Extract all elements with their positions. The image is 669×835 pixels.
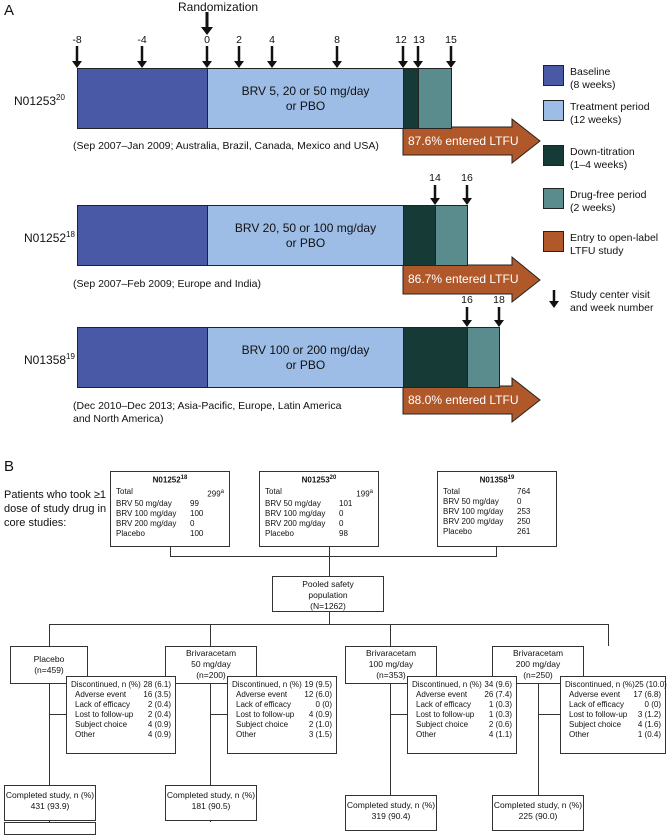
discontinued-box: Discontinued, n (%)25 (10.0) Adverse eve… [560, 676, 667, 754]
treatment-bar [207, 68, 404, 129]
drug-free-bar [467, 327, 500, 388]
ltfu-label: 86.7% entered LTFU [408, 272, 519, 286]
down-titration-bar [403, 205, 436, 266]
study-name: N0125320 [14, 93, 65, 108]
completed-box: Completed study, n (%) 225 (90.0) [492, 795, 584, 831]
tick-label: 14 [429, 172, 441, 184]
ltfu-label: 87.6% entered LTFU [408, 134, 519, 148]
treatment-bar [207, 205, 404, 266]
study-name: N0135819 [24, 352, 75, 367]
baseline-bar [77, 327, 208, 388]
tick-label: 2 [236, 34, 242, 46]
tick-label: 16 [461, 294, 473, 306]
down-titration-bar [403, 327, 468, 388]
tick-label: 13 [413, 34, 425, 46]
tick-label: 12 [395, 34, 407, 46]
legend-swatch-ltfu [543, 231, 564, 252]
legend-swatch-baseline [543, 65, 564, 86]
tick-label: -4 [137, 34, 147, 46]
completed-box: Completed study, n (%) 181 (90.5) [165, 785, 257, 821]
tick-label: 8 [334, 34, 340, 46]
core-studies-label: Patients who took ≥1 dose of study drug … [4, 489, 107, 529]
tick-label: 15 [445, 34, 457, 46]
completed-box: Completed study, n (%) 319 (90.4) [345, 795, 437, 831]
discontinued-box: Discontinued, n (%)34 (9.6) Adverse even… [407, 676, 517, 754]
ltfu-label: 88.0% entered LTFU [408, 393, 519, 407]
drug-free-bar [435, 205, 468, 266]
down-titration-bar [403, 68, 419, 129]
pooled-population-box: Pooled safety population (N=1262) [272, 576, 384, 612]
legend-swatch-treatment [543, 100, 564, 121]
panel-a-letter: A [4, 2, 15, 19]
legend-label: Entry to open-label LTFU study [570, 232, 659, 257]
baseline-bar [77, 205, 208, 266]
legend-label: Treatment period (12 weeks) [570, 101, 650, 126]
randomization-label: Randomization [178, 0, 259, 14]
study-note: (Sep 2007–Feb 2009; Europe and India) [73, 278, 261, 290]
treatment-bar [207, 327, 404, 388]
study-note: (Sep 2007–Jan 2009; Australia, Brazil, C… [73, 140, 379, 152]
tick-label: 18 [493, 294, 505, 306]
panel-b-letter: B [4, 458, 15, 475]
ltfu-arrow-3 [402, 376, 541, 424]
completed-box: Completed study, n (%) 431 (93.9) [4, 785, 96, 821]
tick-label: 4 [269, 34, 275, 46]
legend-label: Down-titration (1–4 weeks) [570, 146, 635, 171]
legend-label: Drug-free period (2 weeks) [570, 189, 647, 214]
timeline-arrows [72, 12, 559, 424]
drug-free-bar [418, 68, 452, 129]
study-note: (Dec 2010–Dec 2013; Asia-Pacific, Europe… [73, 400, 342, 425]
ltfu-arrow-1 [402, 117, 541, 165]
study-name: N0125218 [24, 230, 75, 245]
discontinued-box: Discontinued, n (%)28 (6.1) Adverse even… [66, 676, 176, 754]
tick-label: 0 [204, 34, 210, 46]
legend-label: Study center visit and week number [570, 289, 654, 314]
treatment-label: BRV 20, 50 or 100 mg/day or PBO [234, 221, 377, 250]
tick-label: -8 [72, 34, 82, 46]
discontinued-box: Discontinued, n (%)19 (9.5) Adverse even… [227, 676, 337, 754]
completed-box [4, 822, 96, 835]
tick-label: 16 [461, 172, 473, 184]
treatment-label: BRV 100 or 200 mg/day or PBO [241, 343, 370, 372]
baseline-bar [77, 68, 208, 129]
legend-label: Baseline (8 weeks) [570, 66, 616, 91]
treatment-label: BRV 5, 20 or 50 mg/day or PBO [241, 84, 370, 113]
legend-swatch-drug-free [543, 188, 564, 209]
ltfu-arrow-2 [402, 255, 541, 304]
legend-swatch-down-titration [543, 145, 564, 166]
